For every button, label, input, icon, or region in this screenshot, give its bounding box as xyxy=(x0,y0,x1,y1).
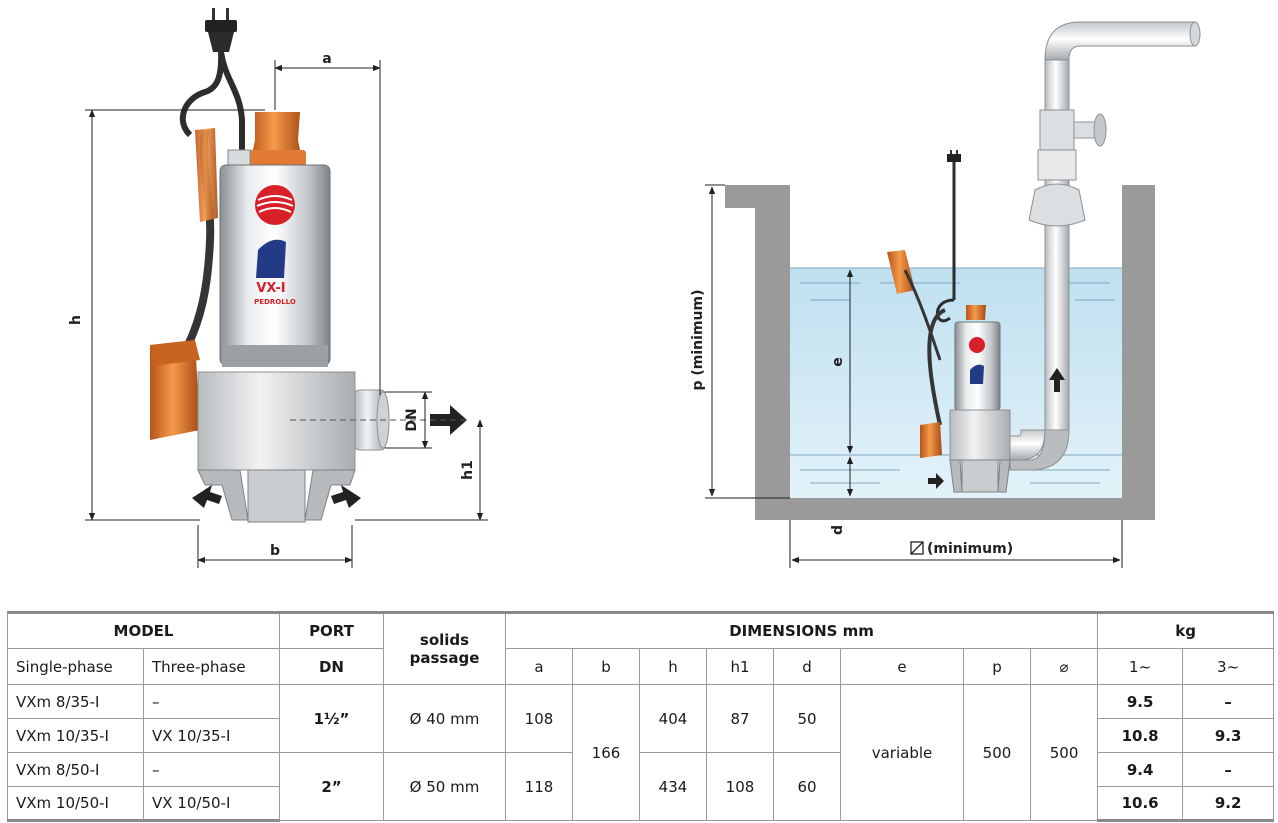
power-plug-icon xyxy=(205,8,237,52)
dimension-a-label: a xyxy=(322,51,331,67)
technical-drawings: VX-I PEDROLLO a h b h1 xyxy=(68,8,1201,568)
cell-kg-single: 9.5 xyxy=(1097,684,1184,719)
dimension-dn-label: DN xyxy=(404,408,420,431)
header-a: a xyxy=(505,648,573,685)
cell-three-phase: VX 10/35-I xyxy=(143,718,280,753)
float-switch-icon xyxy=(150,128,218,440)
dimension-d-label: d xyxy=(830,525,846,535)
cell-single-phase: VXm 8/50-I xyxy=(7,752,144,787)
cell-h1: 87 xyxy=(706,684,774,753)
header-dn: DN xyxy=(279,648,384,685)
cell-kg-three: – xyxy=(1182,752,1275,787)
header-model: MODEL xyxy=(7,611,280,649)
header-diameter: ⌀ xyxy=(1029,648,1099,685)
cell-kg-three: – xyxy=(1182,684,1275,719)
cell-single-phase: VXm 8/35-I xyxy=(7,684,144,719)
brand-logo: PEDROLLO xyxy=(254,298,296,306)
cell-h: 404 xyxy=(639,684,707,753)
header-d: d xyxy=(773,648,841,685)
cell-a: 118 xyxy=(505,752,573,821)
cell-h: 434 xyxy=(639,752,707,821)
header-kg-single: 1~ xyxy=(1097,648,1184,685)
header-kg-three: 3~ xyxy=(1182,648,1275,685)
cell-kg-three: 9.3 xyxy=(1182,718,1275,753)
dimension-b-label: b xyxy=(270,543,280,559)
installation-drawing: p (minimum) e d (minimum) xyxy=(690,21,1201,568)
cell-h1: 108 xyxy=(706,752,774,821)
header-solids-passage: solids passage xyxy=(383,611,506,685)
cell-kg-single: 10.6 xyxy=(1097,786,1184,822)
header-solids: solids xyxy=(419,631,470,649)
table-row: VXm 10/50-I VX 10/50-I 10.6 9.2 xyxy=(7,786,1275,822)
cell-d: 50 xyxy=(773,684,841,753)
header-h1: h1 xyxy=(706,648,774,685)
specifications-table: MODEL PORT solids passage DIMENSIONS mm … xyxy=(7,611,1275,822)
dimension-h1-label: h1 xyxy=(460,460,476,480)
cell-kg-single: 10.8 xyxy=(1097,718,1184,753)
header-p: p xyxy=(963,648,1031,685)
cell-p: 500 xyxy=(963,684,1031,821)
dimension-e-label: e xyxy=(830,357,846,367)
cell-kg-single: 9.4 xyxy=(1097,752,1184,787)
header-three-phase: Three-phase xyxy=(143,648,280,685)
dimension-p-label: p (minimum) xyxy=(690,290,706,391)
gate-valve-icon xyxy=(1028,109,1107,227)
cell-dn: 2” xyxy=(279,752,384,821)
header-port: PORT xyxy=(279,611,384,649)
cell-d: 60 xyxy=(773,752,841,821)
cell-three-phase: – xyxy=(143,684,280,719)
header-kg: kg xyxy=(1097,611,1275,649)
dimension-h-label: h xyxy=(68,315,84,325)
cell-e: variable xyxy=(840,684,964,821)
cell-kg-three: 9.2 xyxy=(1182,786,1275,822)
header-h: h xyxy=(639,648,707,685)
cell-single-phase: VXm 10/50-I xyxy=(7,786,144,822)
submerged-pump-icon xyxy=(887,150,1011,493)
pedrollo-logo-icon: VX-I PEDROLLO xyxy=(254,185,296,306)
table-row: VXm 8/35-I – 1½” Ø 40 mm 108 166 404 87 … xyxy=(7,684,1275,821)
dimension-diameter-label: (minimum) xyxy=(927,541,1013,557)
cell-a: 108 xyxy=(505,684,573,753)
cell-solids: Ø 50 mm xyxy=(383,752,506,821)
cell-diameter: 500 xyxy=(1029,684,1099,821)
header-b: b xyxy=(572,648,640,685)
diameter-symbol-icon xyxy=(910,541,924,555)
cell-three-phase: – xyxy=(143,752,280,787)
cell-dn: 1½” xyxy=(279,684,384,753)
header-e: e xyxy=(840,648,964,685)
cell-three-phase: VX 10/50-I xyxy=(143,786,280,822)
pump-model-logo: VX-I xyxy=(256,281,285,296)
cell-solids: Ø 40 mm xyxy=(383,684,506,753)
header-single-phase: Single-phase xyxy=(7,648,144,685)
cell-b: 166 xyxy=(572,684,640,821)
header-dimensions: DIMENSIONS mm xyxy=(504,611,1099,649)
pump-drawing: VX-I PEDROLLO a h b h1 xyxy=(68,8,488,568)
header-passage: passage xyxy=(409,649,480,667)
cell-single-phase: VXm 10/35-I xyxy=(7,718,144,753)
